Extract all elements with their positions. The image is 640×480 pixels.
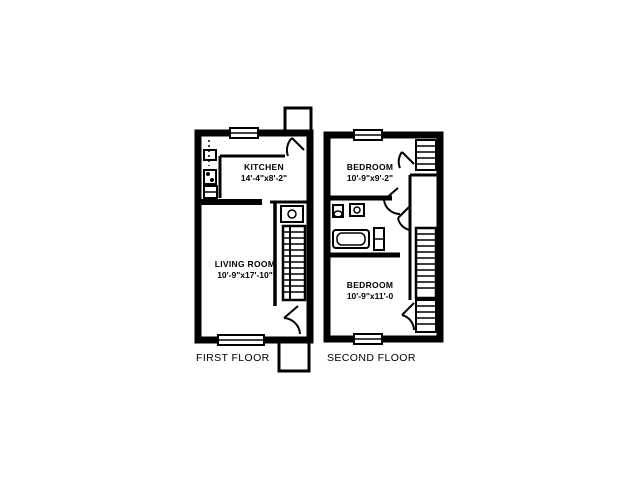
second-floor-caption: SECOND FLOOR	[327, 352, 416, 364]
room-dimensions: 14'-4"x8'-2"	[240, 172, 288, 183]
front-porch	[277, 338, 311, 373]
vanity-icon	[349, 203, 365, 217]
range-icon	[203, 169, 217, 185]
bathtub-icon	[332, 229, 370, 249]
bedroom-2-label: BEDROOM 10'-9"x11'-0	[334, 280, 406, 301]
sink-icon	[203, 149, 217, 161]
back-porch	[283, 106, 313, 135]
door-swing-icon	[397, 205, 411, 231]
room-name: KITCHEN	[244, 162, 284, 172]
room-dimensions: 10'-9"x17'-10"	[217, 269, 273, 280]
room-dimensions: 10'-9"x9'-2"	[346, 172, 394, 183]
door-swing-icon	[283, 305, 301, 335]
door-swing-icon	[285, 137, 305, 157]
bedroom-1-label: BEDROOM 10'-9"x9'-2"	[334, 162, 406, 183]
door-swing-icon	[401, 302, 415, 331]
second-floor-plan	[323, 129, 444, 345]
first-floor-stairs	[281, 224, 307, 302]
room-name: BEDROOM	[346, 162, 394, 172]
kitchen-label: KITCHEN 14'-4"x8'-2"	[224, 162, 304, 183]
room-name: LIVING ROOM	[214, 259, 276, 269]
room-dimensions: 10'-9"x11'-0	[346, 290, 394, 301]
room-name: BEDROOM	[346, 280, 394, 290]
closet-bottom	[415, 299, 437, 333]
door-swing-icon	[383, 187, 401, 216]
first-floor-caption: FIRST FLOOR	[196, 352, 270, 364]
second-floor-outer-wall	[323, 131, 444, 343]
closet-top	[415, 139, 437, 171]
living-room-label: LIVING ROOM 10'-9"x17'-10"	[200, 259, 290, 280]
door-swing-icon	[397, 151, 415, 169]
second-floor-stairs	[414, 226, 438, 300]
first-floor-plan	[194, 106, 314, 373]
